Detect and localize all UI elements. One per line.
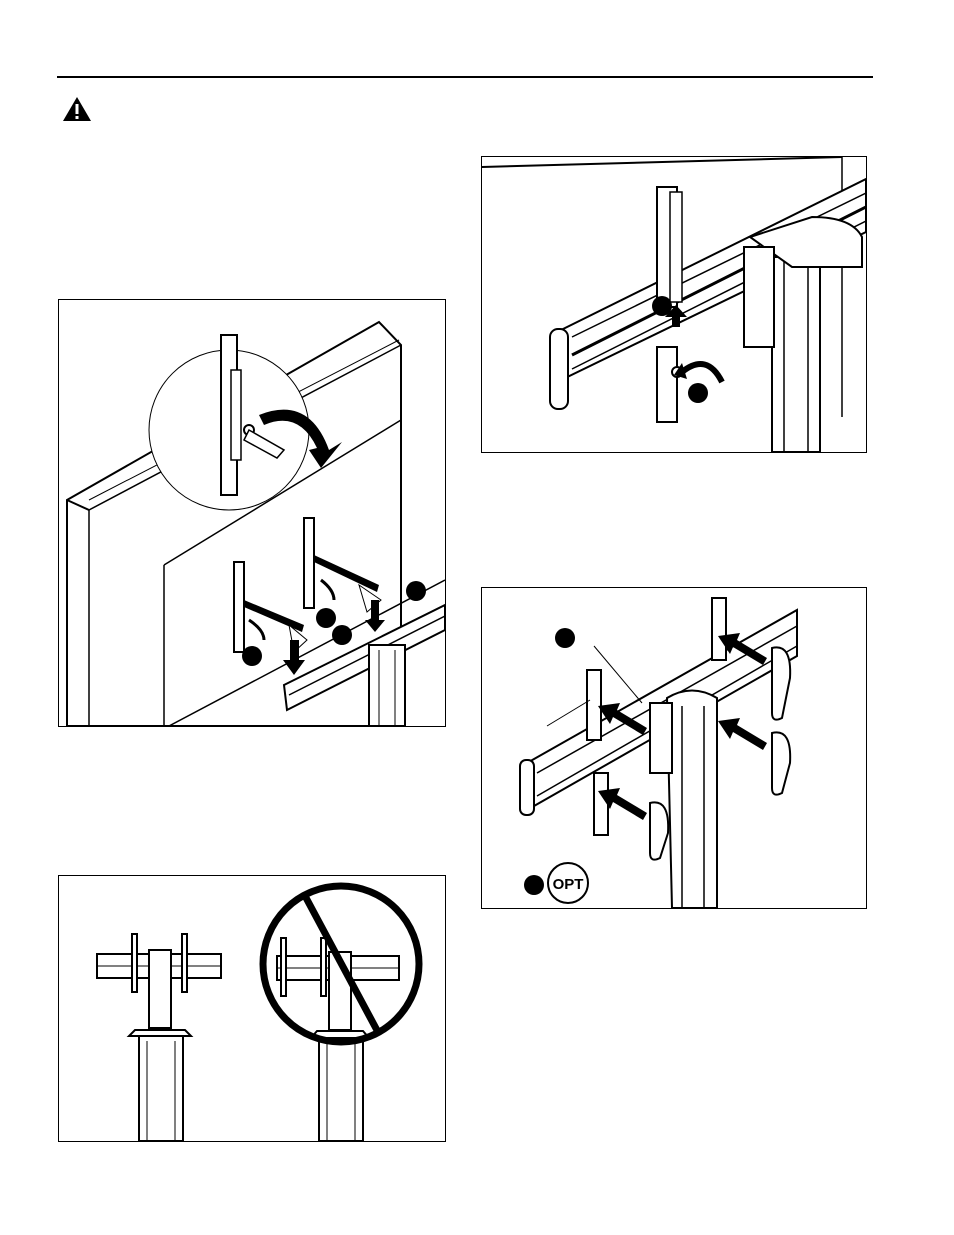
figure-latch-lock <box>481 156 867 453</box>
latch-install-illustration <box>59 300 445 726</box>
warning-triangle-icon <box>62 96 92 122</box>
figure-latch-install <box>58 299 446 727</box>
opt-label: OPT <box>553 876 584 893</box>
cover-install-illustration: OPT <box>482 588 866 908</box>
header-rule <box>57 76 873 78</box>
latch-lock-illustration <box>482 157 866 452</box>
pole-orientation-illustration <box>59 876 445 1141</box>
figure-cover-install: OPT <box>481 587 867 909</box>
figure-pole-orientation <box>58 875 446 1142</box>
